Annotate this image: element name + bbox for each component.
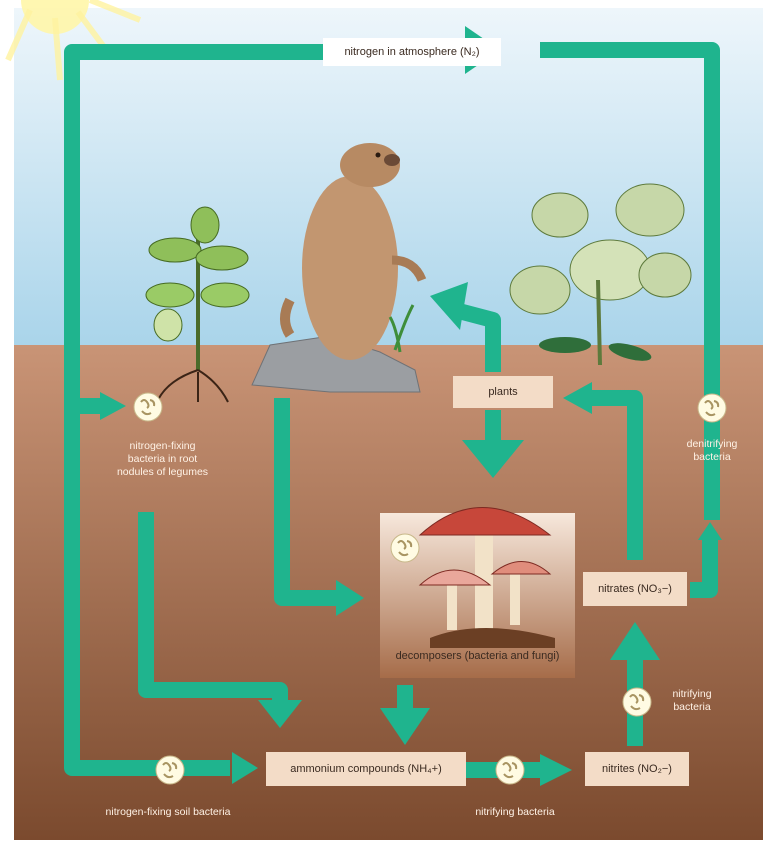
legume-bacteria-label: nitrogen-fixing bacteria in root nodules… xyxy=(110,440,215,479)
bacteria-icon xyxy=(496,756,524,784)
denitrifying-label: denitrifying bacteria xyxy=(672,438,752,464)
bacteria-icon xyxy=(391,534,419,562)
nitrites-box: nitrites (NO₂−) xyxy=(585,752,689,786)
nitrifying-label-lower: nitrifying bacteria xyxy=(455,806,575,819)
plants-box: plants xyxy=(453,376,553,408)
bacteria-icon xyxy=(698,394,726,422)
bacteria-icon xyxy=(134,393,162,421)
soil-bacteria-label: nitrogen-fixing soil bacteria xyxy=(78,806,258,819)
bacteria-icon xyxy=(623,688,651,716)
bacteria-icon xyxy=(156,756,184,784)
nitrifying-label-upper: nitrifying bacteria xyxy=(662,688,722,714)
decomposers-label: decomposers (bacteria and fungi) xyxy=(395,650,560,663)
nitrates-box: nitrates (NO₃−) xyxy=(583,572,687,606)
ammonium-box: ammonium compounds (NH₄+) xyxy=(266,752,466,786)
atmosphere-box: nitrogen in atmosphere (N₂) xyxy=(323,38,501,66)
